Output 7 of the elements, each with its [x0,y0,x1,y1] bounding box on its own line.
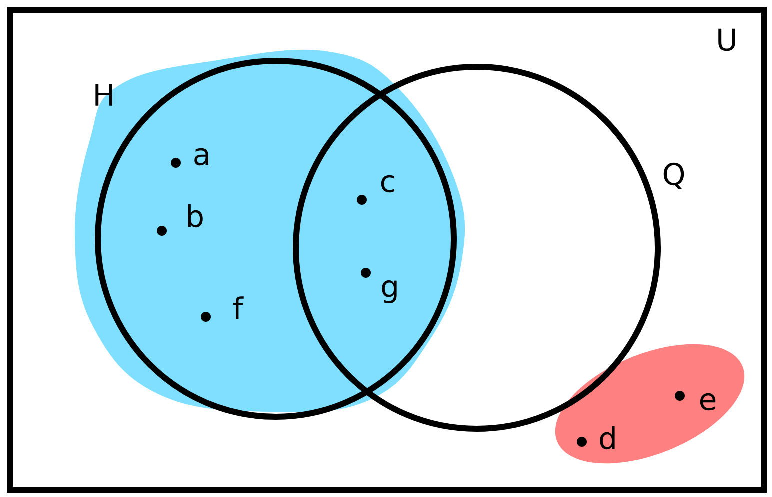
element-label: e [700,393,716,411]
element-label: g [382,280,397,304]
element-label: a [194,148,208,166]
element-label: b [188,204,203,228]
element-label: c [381,175,394,193]
element-label: f [233,296,244,320]
node-label: Q [664,162,684,190]
